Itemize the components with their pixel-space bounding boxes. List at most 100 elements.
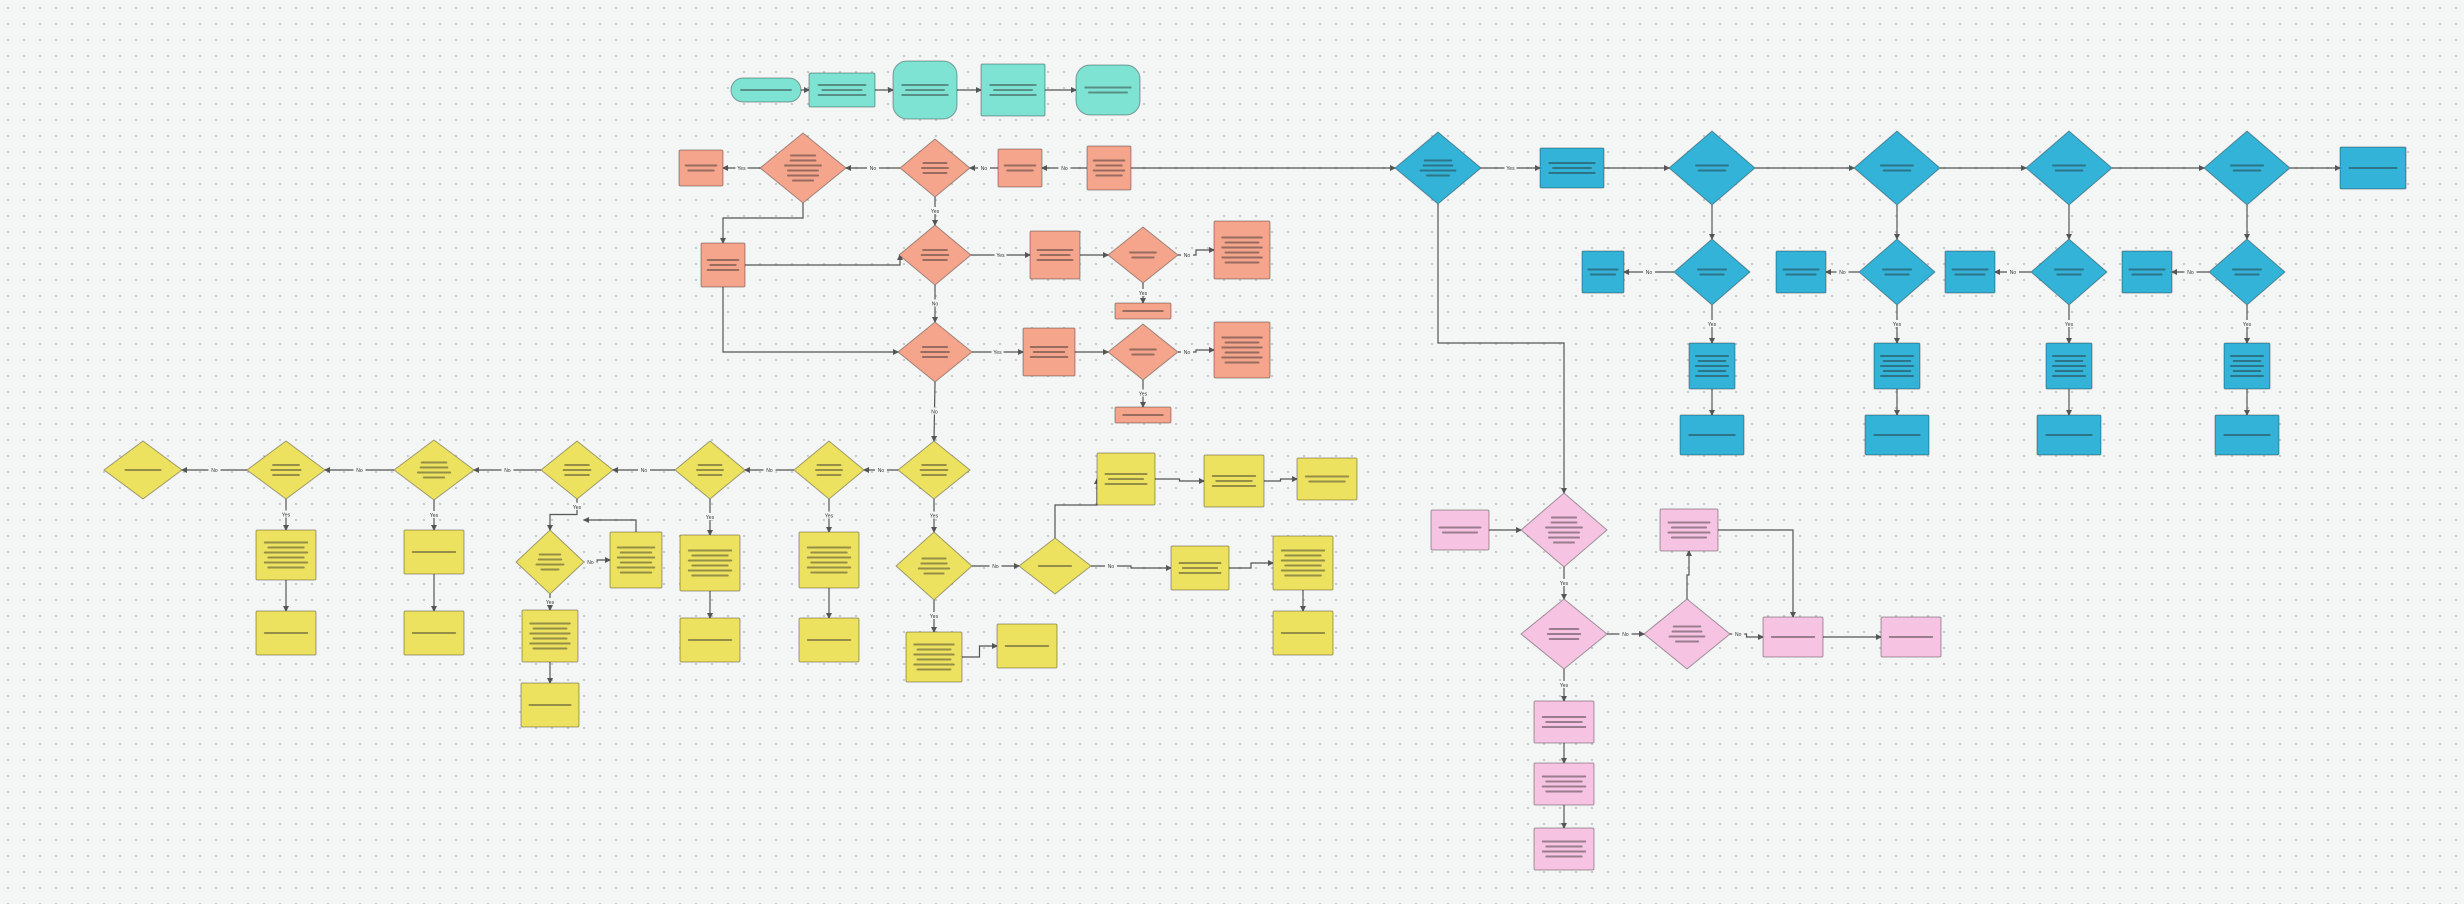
flow-node-y15[interactable] (1018, 537, 1092, 595)
flow-node-s16[interactable] (1114, 406, 1172, 424)
flow-node-p8[interactable] (1533, 700, 1595, 744)
flow-node-y17[interactable] (1203, 454, 1265, 508)
unreadable-text-line (2231, 268, 2263, 271)
flow-node-y28[interactable] (1272, 610, 1334, 656)
flow-node-s11[interactable] (1114, 302, 1172, 320)
flow-node-y23[interactable] (521, 609, 579, 663)
flow-node-p10[interactable] (1533, 827, 1595, 871)
flow-node-t2[interactable] (808, 72, 876, 108)
unreadable-text-line (1088, 91, 1128, 94)
flow-node-s6[interactable] (700, 242, 746, 288)
unreadable-text-line (562, 469, 592, 471)
flow-node-b23[interactable] (2214, 414, 2280, 456)
flow-node-y16[interactable] (1096, 452, 1156, 506)
flow-node-s13[interactable] (1022, 327, 1076, 377)
flow-node-s7[interactable] (898, 224, 972, 286)
flow-node-s5[interactable] (1086, 145, 1132, 191)
unreadable-text-line (1215, 480, 1253, 482)
flow-node-y18[interactable] (1296, 457, 1358, 501)
flow-node-s3[interactable] (899, 138, 971, 198)
flow-node-b11[interactable] (1858, 238, 1936, 306)
decision-shape (515, 529, 585, 595)
flow-node-y1[interactable] (103, 440, 183, 500)
flow-node-b16[interactable] (1688, 342, 1736, 390)
flow-node-y12[interactable] (679, 534, 741, 592)
flow-node-y8[interactable] (255, 529, 317, 581)
unreadable-text-line (616, 566, 656, 569)
flow-node-y22[interactable] (403, 610, 465, 656)
flow-node-s14[interactable] (1107, 323, 1179, 381)
edge-label-yes: Yes (2243, 322, 2252, 328)
edge-label-no: No (587, 560, 594, 566)
flow-node-y19[interactable] (1170, 545, 1230, 591)
unreadable-text-line (1095, 164, 1123, 167)
flow-node-y26[interactable] (905, 631, 963, 683)
unreadable-text-line (920, 562, 948, 565)
flow-node-b2[interactable] (1539, 147, 1605, 189)
flow-node-b20[interactable] (1679, 414, 1745, 456)
flow-node-b8[interactable] (1581, 250, 1625, 294)
process-shape (2223, 342, 2271, 390)
flow-node-y29[interactable] (520, 682, 580, 728)
flow-node-t1[interactable] (730, 77, 802, 103)
flow-node-p5[interactable] (1643, 598, 1731, 670)
flow-node-s2[interactable] (759, 132, 847, 204)
flow-node-p4[interactable] (1520, 598, 1608, 670)
flow-node-y4[interactable] (540, 440, 614, 500)
flow-node-y2[interactable] (246, 440, 326, 500)
flow-node-b10[interactable] (1775, 250, 1827, 294)
unreadable-text-line (1548, 628, 1580, 630)
flow-node-b22[interactable] (2036, 414, 2102, 456)
flow-node-b4[interactable] (1853, 130, 1941, 206)
flow-node-y20[interactable] (1272, 535, 1334, 591)
flow-node-y5[interactable] (674, 440, 746, 500)
flow-node-y3[interactable] (393, 439, 475, 501)
flow-node-s10[interactable] (1213, 220, 1271, 280)
flow-node-s1[interactable] (678, 149, 724, 187)
process-shape (1873, 342, 1921, 390)
flow-node-b12[interactable] (1944, 250, 1996, 294)
flow-node-b18[interactable] (2045, 342, 2093, 390)
flow-node-b3[interactable] (1668, 130, 1756, 206)
unreadable-text-line (532, 647, 568, 650)
flow-node-b13[interactable] (2030, 238, 2108, 306)
flow-node-t4[interactable] (980, 63, 1046, 117)
flow-node-y14[interactable] (895, 531, 973, 601)
unreadable-text-line (1221, 336, 1263, 339)
flow-node-p3[interactable] (1659, 508, 1719, 552)
flow-node-b14[interactable] (2121, 250, 2173, 294)
flow-node-b19[interactable] (2223, 342, 2271, 390)
flow-node-s4[interactable] (997, 148, 1043, 188)
flow-node-p6[interactable] (1762, 616, 1824, 658)
flow-node-y13[interactable] (798, 531, 860, 589)
flow-node-p7[interactable] (1880, 616, 1942, 658)
flow-node-t3[interactable] (892, 60, 958, 120)
flow-node-s9[interactable] (1107, 226, 1179, 284)
flow-node-s8[interactable] (1029, 230, 1081, 280)
flow-node-y6[interactable] (793, 440, 865, 500)
flow-node-y21[interactable] (255, 610, 317, 656)
flow-node-y24[interactable] (679, 617, 741, 663)
flow-node-b6[interactable] (2203, 130, 2291, 206)
flow-node-y25[interactable] (798, 617, 860, 663)
flow-node-p1[interactable] (1430, 509, 1490, 551)
flow-node-y11[interactable] (609, 531, 663, 589)
flow-node-p9[interactable] (1533, 762, 1595, 806)
flow-node-y27[interactable] (996, 623, 1058, 669)
flow-node-s12[interactable] (897, 321, 973, 383)
flow-node-p2[interactable] (1520, 492, 1608, 568)
flow-node-b15[interactable] (2208, 238, 2286, 306)
flow-node-b9[interactable] (1673, 238, 1751, 306)
flow-node-y9[interactable] (403, 529, 465, 575)
flow-node-s15[interactable] (1213, 321, 1271, 379)
flow-node-b7[interactable] (2339, 146, 2407, 190)
flow-node-y10[interactable] (515, 529, 585, 595)
flow-node-b5[interactable] (2025, 130, 2113, 206)
flow-node-t5[interactable] (1075, 64, 1141, 116)
flow-node-b17[interactable] (1873, 342, 1921, 390)
flow-node-b21[interactable] (1864, 414, 1930, 456)
unreadable-text-line (2051, 365, 2087, 367)
flow-node-b1[interactable] (1394, 131, 1482, 205)
flow-node-y7[interactable] (897, 440, 971, 500)
